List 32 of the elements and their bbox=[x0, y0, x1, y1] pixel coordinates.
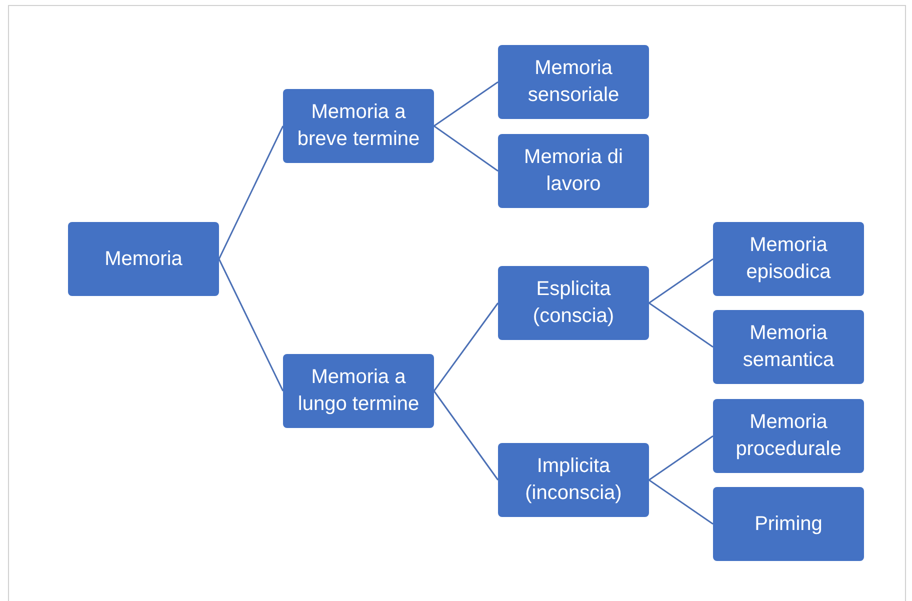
process-box bbox=[713, 222, 864, 296]
connector-line bbox=[648, 258, 714, 304]
node-label: Memoria di lavoro bbox=[523, 145, 624, 197]
process-box bbox=[498, 443, 649, 517]
node-label: Memoria bbox=[104, 246, 182, 272]
node-label: Esplicita (conscia) bbox=[532, 277, 616, 329]
process-box bbox=[283, 89, 434, 163]
process-box bbox=[68, 222, 219, 296]
connector-line bbox=[218, 258, 284, 392]
connector-line bbox=[648, 479, 714, 525]
connector-line bbox=[434, 125, 498, 172]
node-label: Memoria procedurale bbox=[734, 410, 842, 462]
node-label: Priming bbox=[754, 512, 822, 536]
node-label: Memoria semantica bbox=[742, 321, 836, 373]
connector-line bbox=[434, 81, 498, 127]
connector-line bbox=[433, 302, 499, 392]
process-box bbox=[498, 134, 649, 208]
node-label: Memoria sensoriale bbox=[526, 56, 620, 108]
connector-line bbox=[433, 390, 499, 480]
process-box bbox=[498, 266, 649, 340]
connector-line bbox=[218, 126, 284, 260]
connector-line bbox=[648, 435, 714, 481]
node-label: Implicita (inconscia) bbox=[524, 454, 623, 506]
process-box bbox=[713, 310, 864, 384]
node-label: Memoria a breve termine bbox=[296, 100, 421, 152]
node-label: Memoria a lungo termine bbox=[296, 365, 420, 417]
process-box bbox=[713, 399, 864, 473]
process-box bbox=[498, 45, 649, 119]
process-box bbox=[713, 487, 864, 561]
process-box bbox=[283, 354, 434, 428]
node-label: Memoria episodica bbox=[745, 233, 832, 285]
connector-line bbox=[648, 302, 714, 348]
